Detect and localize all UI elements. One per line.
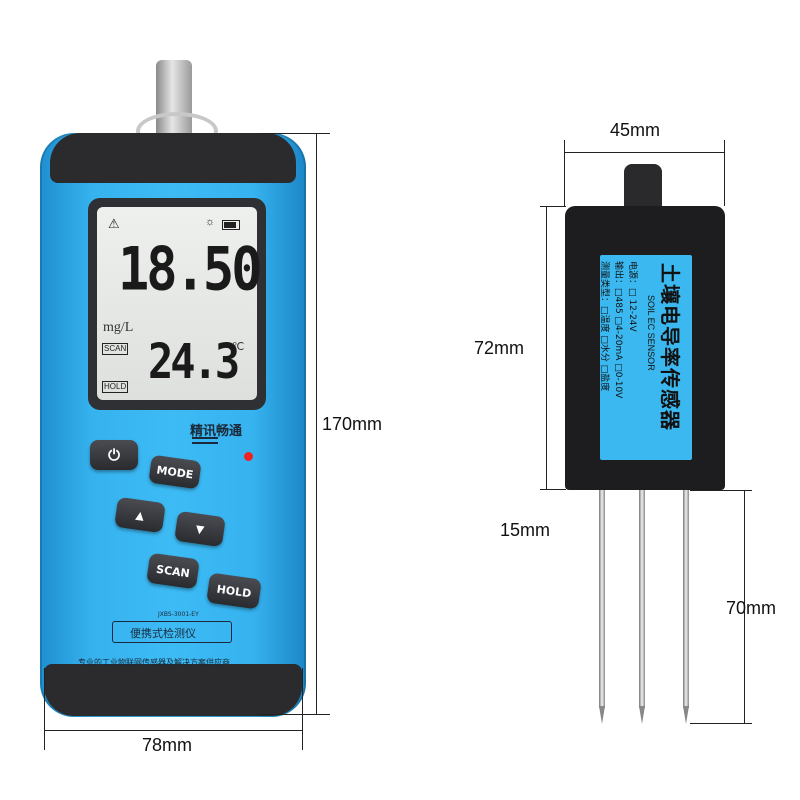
probe-length-label: 70mm	[726, 598, 777, 618]
probe-length-line	[744, 490, 745, 723]
sensor-height-guide-top	[540, 206, 566, 207]
sensor-output-spec: 输出：□485 □4-20mA □0-10V	[613, 261, 623, 399]
device-title-box	[112, 621, 232, 643]
up-button[interactable]: ▲	[114, 496, 166, 534]
sensor-label: 土壤电导率传感器 SOIL EC SENSOR 电源：□ 12-24V 输出：□…	[599, 255, 692, 460]
backlight-icon: ☼	[205, 216, 216, 228]
temperature-reading: 24.3	[148, 333, 240, 390]
status-led	[244, 452, 253, 461]
unit-label: mg/L	[103, 320, 134, 335]
meter-bottom-cap	[44, 664, 302, 716]
sensor-width-guide-left	[564, 140, 565, 206]
sensor-height-label: 72mm	[474, 338, 525, 358]
probe-pin-middle	[639, 490, 645, 708]
device-title: 便携式检测仪	[130, 627, 196, 640]
sensor-measure-spec: 测量类型：□温度 □水分 □盐度	[599, 261, 609, 392]
probe-pin-right	[683, 490, 689, 708]
sensor-gap-label: 15mm	[500, 520, 551, 540]
meter-height-guide-top	[258, 133, 330, 134]
meter-width-guide-left	[44, 668, 45, 750]
meter-height-label: 170mm	[322, 414, 383, 434]
probe-length-guide-top	[690, 490, 752, 491]
lcd-screen	[97, 207, 257, 400]
sensor-power-spec: 电源：□ 12-24V	[627, 261, 637, 332]
main-reading: 18.50	[118, 235, 263, 305]
model-number: JXBS-3001-EY	[158, 611, 199, 618]
meter-height-guide-bottom	[258, 714, 330, 715]
sensor-height-line	[546, 206, 547, 490]
sensor-title: 土壤电导率传感器	[658, 263, 682, 431]
meter-top-cap	[50, 133, 296, 183]
meter-width-line	[44, 730, 302, 731]
down-button[interactable]: ▼	[174, 510, 226, 548]
power-button[interactable]: ⏻	[90, 440, 138, 470]
company-slogan: 专业的工业物联网传感器及解决方案供应商	[78, 658, 230, 667]
meter-width-label: 78mm	[142, 735, 193, 755]
sensor-width-line	[564, 152, 724, 153]
sensor-subtitle: SOIL EC SENSOR	[646, 295, 656, 371]
temperature-unit: ℃	[232, 341, 245, 353]
meter-width-guide-right	[302, 668, 303, 750]
brand-name: 精讯畅通	[190, 424, 243, 439]
speaker-grille	[192, 437, 218, 439]
sensor-height-guide-bottom	[540, 489, 566, 490]
sensor-width-label: 45mm	[610, 120, 661, 140]
battery-icon	[222, 220, 240, 230]
warning-icon: ⚠	[108, 216, 120, 231]
hold-indicator: HOLD	[102, 381, 129, 393]
scan-indicator: SCAN	[102, 343, 129, 355]
hanging-ring	[136, 112, 218, 150]
probe-pin-left	[599, 490, 605, 708]
probe-length-guide-bottom	[690, 723, 752, 724]
meter-height-line	[316, 133, 317, 715]
sensor-width-guide-right	[724, 140, 725, 206]
sensor-cable-gland	[624, 164, 662, 212]
